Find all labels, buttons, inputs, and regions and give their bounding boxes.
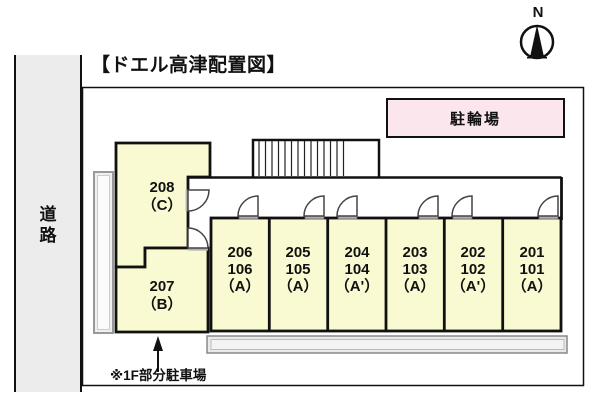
unit-201-101-label: 201 101 （A）	[511, 244, 553, 295]
unit-entrance-doors	[237, 195, 559, 220]
compass-north-label: N	[532, 4, 544, 21]
door-207	[187, 227, 209, 251]
door-201	[537, 195, 559, 220]
bicycle-parking-label: 駐輪場	[449, 110, 501, 128]
south-balcony	[206, 335, 568, 354]
door-205	[303, 195, 325, 220]
door-202	[451, 195, 473, 220]
parking-note-label: ※1F部分駐車場	[110, 368, 207, 383]
unit-partition-walls	[267, 218, 505, 331]
door-203	[417, 195, 439, 220]
north-compass-icon	[519, 24, 555, 60]
unit-203-103-label: 203 103 （A）	[394, 244, 436, 295]
door-204	[336, 195, 358, 220]
stairs	[251, 138, 381, 177]
unit-206-106-label: 206 106 （A）	[219, 244, 261, 295]
bicycle-parking-area	[386, 98, 565, 138]
room-208-label: 208 （C）	[141, 179, 183, 214]
door-208	[185, 189, 210, 212]
road-label: 道 路	[39, 205, 57, 245]
note-arrow	[153, 336, 163, 372]
road-area	[16, 55, 80, 392]
page-title: 【ドエル高津配置図】	[91, 55, 287, 76]
room-207-label: 207 （B）	[141, 278, 183, 313]
door-206	[237, 195, 259, 220]
unit-205-105-label: 205 105 （A）	[277, 244, 319, 295]
stairs-treads	[258, 141, 345, 176]
west-balcony	[93, 171, 114, 334]
unit-202-102-label: 202 102 （A'）	[450, 244, 496, 295]
unit-204-104-label: 204 104 （A'）	[334, 244, 380, 295]
